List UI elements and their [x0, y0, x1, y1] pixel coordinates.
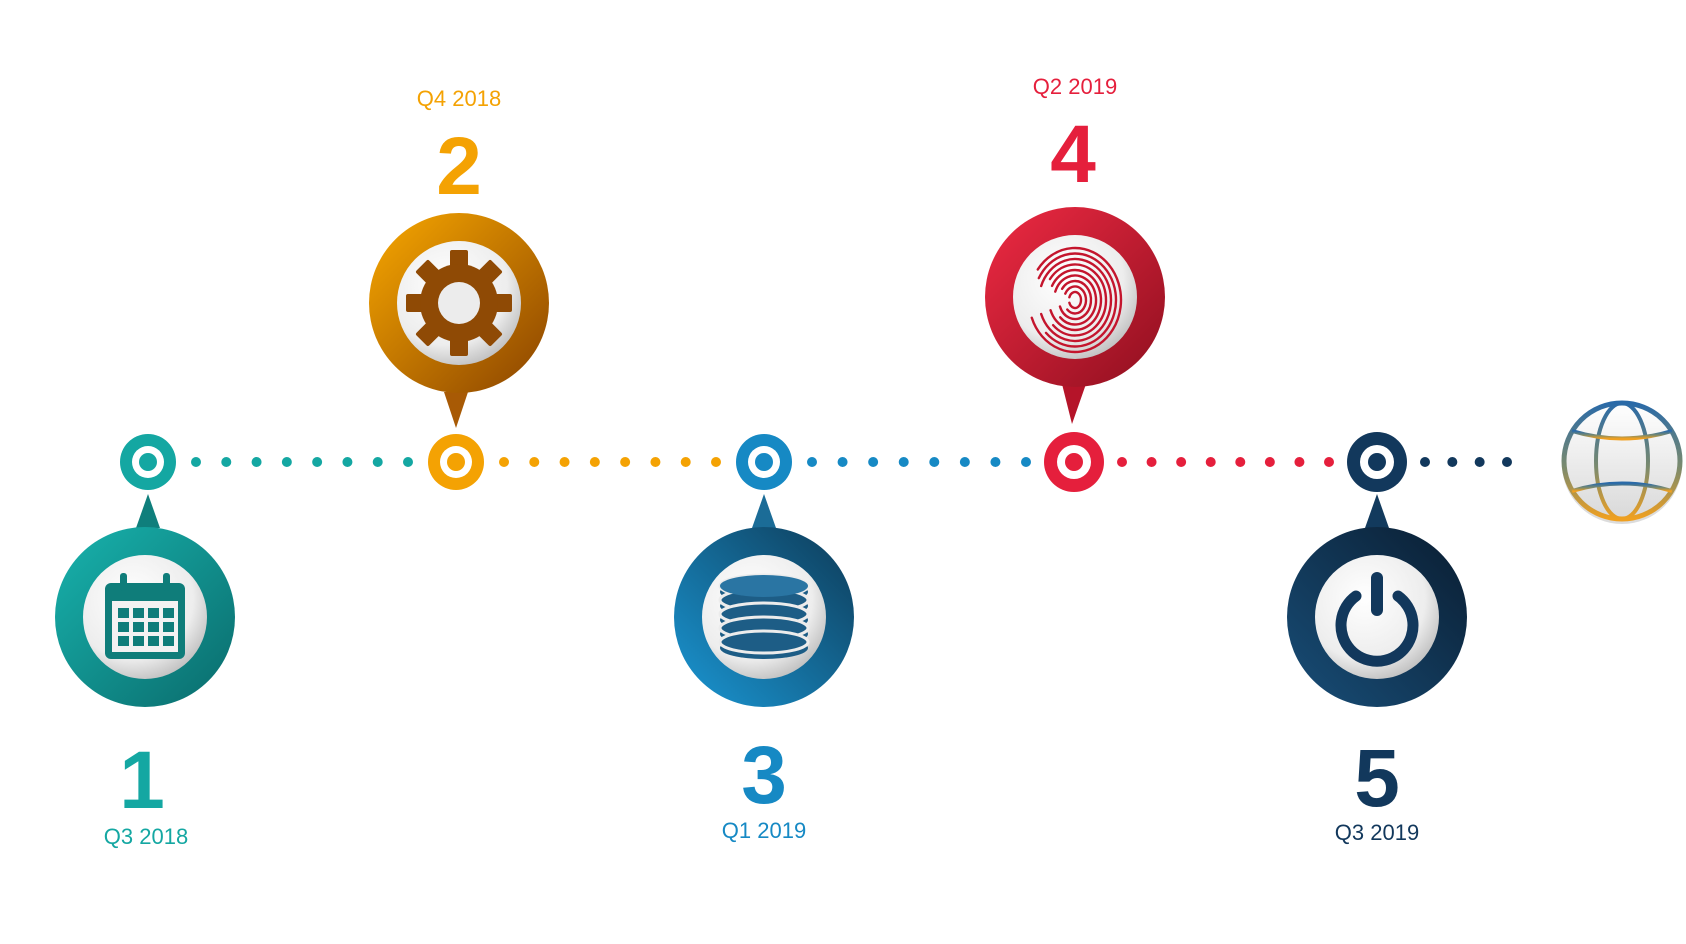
milestone-5-quarter: Q3 2019 [1334, 820, 1420, 845]
milestone-5[interactable] [1287, 432, 1467, 707]
milestone-4-quarter: Q2 2019 [1032, 74, 1118, 99]
milestone-4-number: 4 [1050, 109, 1096, 200]
milestone-4-node [1044, 432, 1104, 492]
milestone-2[interactable] [369, 213, 549, 490]
milestone-2-node [428, 434, 484, 490]
milestone-3-quarter: Q1 2019 [721, 818, 807, 843]
milestone-2-number: 2 [436, 121, 482, 212]
milestone-5-node [1347, 432, 1407, 492]
milestone-2-quarter: Q4 2018 [416, 86, 502, 111]
fingerprint-icon [1030, 246, 1123, 354]
milestone-5-pin [1287, 494, 1467, 707]
milestone-3[interactable] [674, 434, 854, 707]
milestone-3-node [736, 434, 792, 490]
milestone-3-number: 3 [741, 730, 787, 821]
milestone-4[interactable] [985, 207, 1165, 492]
milestone-1-pin [55, 494, 235, 707]
milestone-2-pin [369, 213, 549, 428]
milestone-1[interactable] [55, 434, 235, 707]
milestone-1-quarter: Q3 2018 [103, 824, 189, 849]
timeline-dotted-line [191, 457, 1512, 467]
milestone-1-node [120, 434, 176, 490]
power-icon [1335, 572, 1419, 667]
calendar-icon [105, 573, 185, 659]
milestone-1-number: 1 [119, 735, 165, 826]
gear-icon [406, 250, 512, 356]
database-icon [718, 573, 810, 659]
milestone-4-pin [985, 207, 1165, 424]
globe-icon [1561, 400, 1683, 524]
milestone-3-pin [674, 494, 854, 707]
milestone-5-number: 5 [1354, 733, 1400, 824]
